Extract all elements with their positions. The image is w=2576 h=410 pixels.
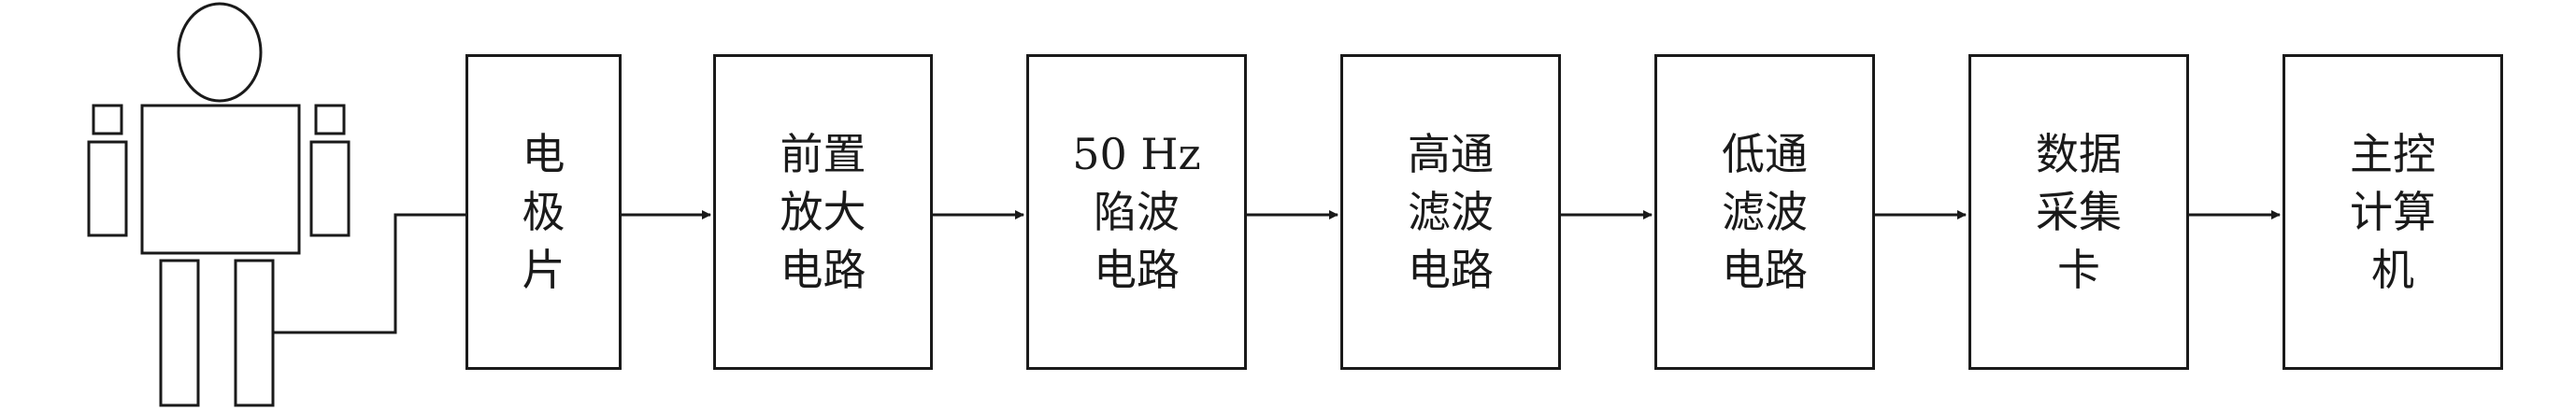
figure-left-shoulder: [92, 104, 123, 135]
daq-card-box: 数据 采集 卡: [1968, 54, 2189, 370]
host-computer-label: 主控 计算 机: [2350, 129, 2436, 295]
notch-filter-label: 50 Hz 陷波 电路: [1072, 129, 1201, 295]
host-computer-box: 主控 计算 机: [2283, 54, 2503, 370]
figure-left-arm: [87, 140, 128, 237]
electrode-label: 电 极 片: [522, 129, 565, 295]
electrode-lead-wire: [273, 213, 465, 334]
figure-head: [177, 2, 263, 103]
highpass-filter-label: 高通 滤波 电路: [1408, 129, 1494, 295]
lowpass-filter-label: 低通 滤波 电路: [1722, 129, 1808, 295]
preamplifier-label: 前置 放大 电路: [780, 129, 866, 295]
figure-right-arm: [309, 140, 351, 237]
human-figure-icon: [87, 2, 351, 407]
daq-card-label: 数据 采集 卡: [2036, 129, 2122, 295]
notch-filter-box: 50 Hz 陷波 电路: [1026, 54, 1247, 370]
figure-left-leg: [159, 259, 200, 407]
figure-right-leg: [234, 259, 275, 407]
electrode-box: 电 极 片: [465, 54, 622, 370]
figure-right-shoulder: [314, 104, 346, 135]
figure-torso: [140, 104, 301, 255]
highpass-filter-box: 高通 滤波 电路: [1340, 54, 1561, 370]
preamplifier-box: 前置 放大 电路: [713, 54, 933, 370]
lowpass-filter-box: 低通 滤波 电路: [1654, 54, 1875, 370]
